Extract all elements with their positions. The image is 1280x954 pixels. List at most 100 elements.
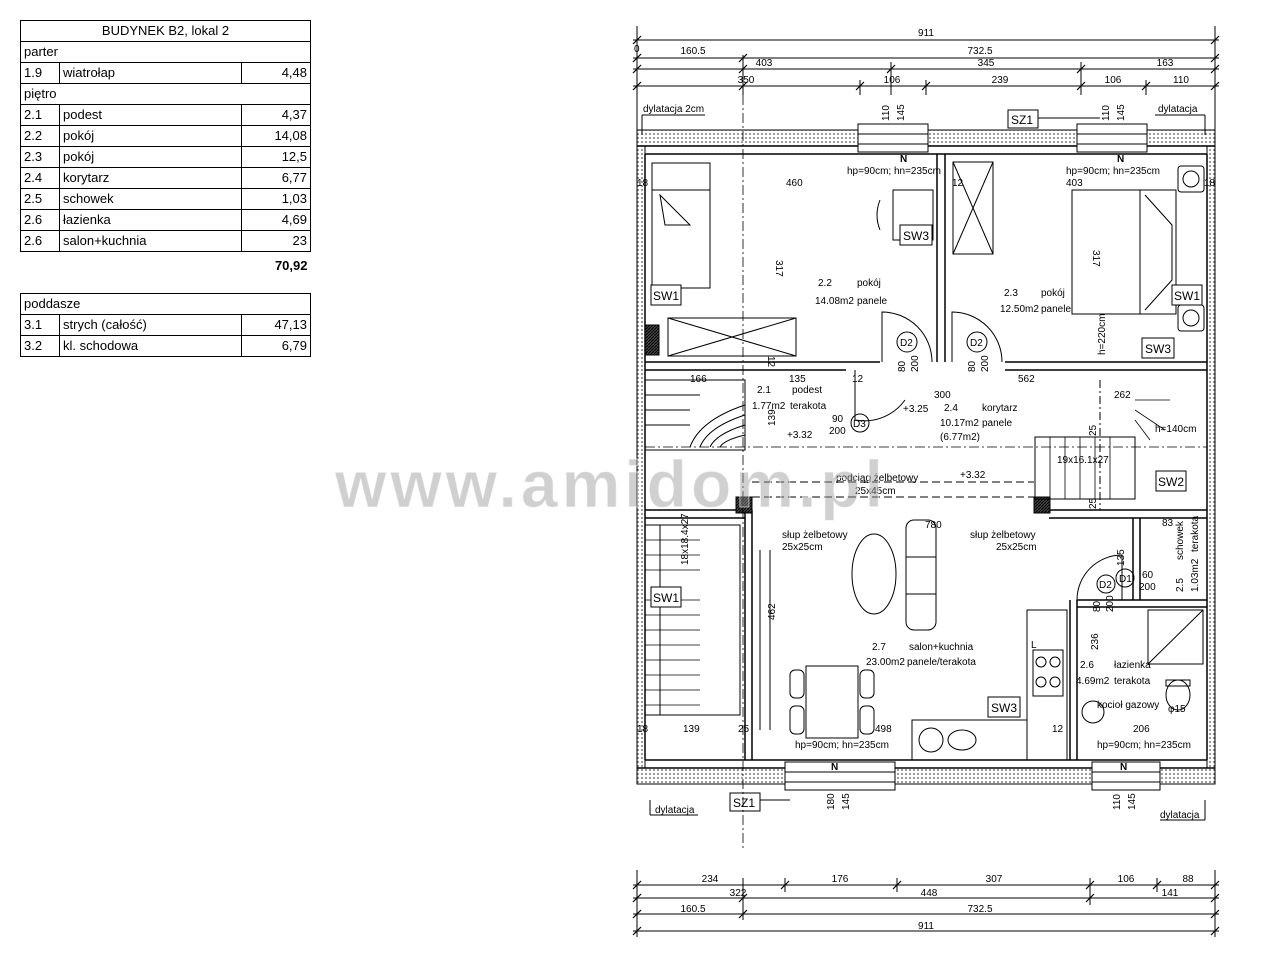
dim-text: 106 (1105, 75, 1122, 86)
attic-table: poddasze 3.1 strych (całość) 47,13 3.2 k… (20, 293, 311, 357)
dim-text: 80 (897, 360, 908, 372)
room-2-4: 2.4 korytarz 10.17m2 panele (6.77m2) (940, 403, 1018, 443)
room-number: 2.4 (944, 403, 958, 414)
room-name: łazienka (1114, 660, 1151, 671)
table-row: 2.5 schowek 1,03 (20, 188, 311, 210)
room-number: 3.2 (20, 335, 60, 357)
fridge-mark: L (1031, 640, 1037, 651)
dim-text: 239 (992, 75, 1009, 86)
table-row: 2.6 salon+kuchnia 23 (20, 230, 311, 252)
dim-text: 160.5 (680, 904, 705, 915)
window-height-label: hp=90cm; hn=235cm (795, 740, 889, 751)
door-label: D2 (900, 338, 913, 349)
room-name: korytarz (59, 167, 242, 189)
dim-text: 0 (634, 44, 640, 55)
room-name: salon+kuchnia (59, 230, 242, 252)
room-area: 4,48 (241, 62, 311, 84)
room-name: pokój (1041, 288, 1065, 299)
room-finish: terakota (790, 401, 827, 412)
dim-text: 145 (896, 104, 907, 121)
dim-text: 18 (1204, 178, 1216, 189)
dim-text: 83 (1162, 518, 1174, 529)
dim-text: 317 (1090, 250, 1101, 267)
room-number: 2.6 (1080, 660, 1094, 671)
stairs-label: 19x16.1x27 (1057, 455, 1109, 466)
door-label: D3 (853, 419, 866, 430)
dim-text: 25 (1088, 497, 1099, 509)
dim-text: 732.5 (967, 46, 992, 57)
window-height-label: hp=90cm; hn=235cm (1066, 166, 1160, 177)
sw1-label: SW1 (653, 591, 679, 605)
room-area: 1,03 (241, 188, 311, 210)
table-row: 2.6 łazienka 4,69 (20, 209, 311, 231)
dim-text: 145 (1127, 793, 1138, 810)
dim-text: 160.5 (680, 46, 705, 57)
room-area: 10.17m2 (940, 418, 979, 429)
pipe-label: φ15 (1168, 704, 1186, 715)
room-area: 1.03m2 (1190, 558, 1201, 592)
dim-text: 300 (934, 390, 951, 401)
dim-text: 80 (1092, 600, 1103, 612)
sw3-label: SW3 (991, 701, 1017, 715)
sw1-label: SW1 (1174, 289, 1200, 303)
dim-text: 562 (1018, 374, 1035, 385)
room-number: 2.7 (872, 642, 886, 653)
sw3-label: SW3 (1145, 342, 1171, 356)
beam-label: 25x45cm (855, 486, 896, 497)
total-area: 70,92 (274, 258, 308, 273)
area-table: BUDYNEK B2, lokal 2 parter 1.9 wiatrołap… (20, 20, 311, 276)
dim-text: 180 (826, 793, 837, 810)
dim-text: 322 (730, 888, 747, 899)
dim-text: 163 (1157, 58, 1174, 69)
dim-text: 200 (910, 355, 921, 372)
column-label: słup żelbetowy (782, 530, 848, 541)
dim-text: 448 (921, 888, 938, 899)
dim-text: 460 (786, 178, 803, 189)
table-row: 3.2 kl. schodowa 6,79 (20, 335, 311, 357)
north-mark: N (900, 154, 907, 165)
room-area: 6,77 (241, 167, 311, 189)
room-2-5: 2.5 schowek 1.03m2 terakota (1175, 515, 1201, 592)
dim-text: 498 (875, 724, 892, 735)
dim-text: 18 (637, 724, 649, 735)
dim-text: 403 (756, 58, 773, 69)
beam-label: podciąg żelbetowy (836, 473, 918, 484)
room-area: 23 (241, 230, 311, 252)
level-label: +3.25 (903, 404, 929, 415)
dylatacja-label: dylatacja (655, 805, 695, 816)
room-2-1: 2.1 podest 1.77m2 terakota (752, 385, 827, 412)
height-label: h=140cm (1155, 424, 1196, 435)
dim-text: 200 (829, 426, 846, 437)
north-mark: N (1117, 154, 1124, 165)
boiler-label: kocioł gazowy (1097, 700, 1159, 711)
room-number: 2.2 (818, 278, 832, 289)
column-label: 25x25cm (996, 542, 1037, 553)
sw3-label: SW3 (903, 229, 929, 243)
dim-text: 106 (1118, 874, 1135, 885)
room-name: pokój (59, 146, 242, 168)
room-finish: panele (982, 418, 1012, 429)
dim-text: 262 (1114, 390, 1131, 401)
dim-text: 18 (637, 178, 649, 189)
table-row: 2.3 pokój 12,5 (20, 146, 311, 168)
room-number: 2.3 (20, 146, 60, 168)
dim-text: 166 (690, 374, 707, 385)
column-label: 25x25cm (782, 542, 823, 553)
room-area: 4,37 (241, 104, 311, 126)
dim-text: 317 (773, 260, 784, 277)
room-area: (6.77m2) (940, 432, 980, 443)
dim-text: 145 (1116, 104, 1127, 121)
room-finish: terakota (1190, 515, 1201, 552)
dim-text: 106 (884, 75, 901, 86)
door-label: D2 (970, 338, 983, 349)
room-number: 2.3 (1004, 288, 1018, 299)
stairs-label: 18x18.4x27 (680, 513, 691, 565)
window-height-label: hp=90cm; hn=235cm (1097, 740, 1191, 751)
dim-text: 176 (832, 874, 849, 885)
room-name: kl. schodowa (59, 335, 242, 357)
room-area: 23.00m2 (866, 657, 905, 668)
dim-text: 200 (1139, 582, 1156, 593)
room-2-6: 2.6 łazienka 4.69m2 terakota (1076, 660, 1151, 687)
dim-text: 12 (765, 356, 776, 368)
